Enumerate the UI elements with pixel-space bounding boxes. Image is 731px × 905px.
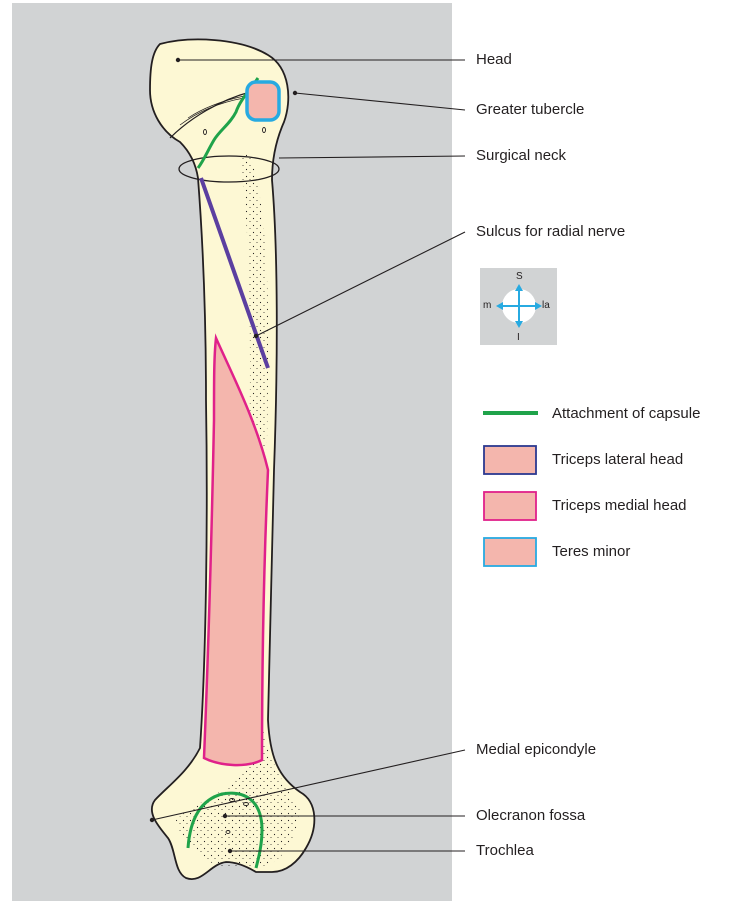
orientation-inferior: I xyxy=(517,332,520,343)
label-trochlea: Trochlea xyxy=(476,842,534,860)
teres-minor-area xyxy=(247,82,279,120)
legend-symbols xyxy=(483,413,538,566)
label-olecranon-fossa: Olecranon fossa xyxy=(476,807,585,825)
legend-capsule-label: Attachment of capsule xyxy=(552,405,700,423)
legend-triceps-medial-swatch xyxy=(484,492,536,520)
leader-greater-tubercle xyxy=(295,93,465,110)
orientation-medial: m xyxy=(483,300,491,311)
leader-surgical-neck xyxy=(279,156,465,158)
label-sulcus-radial-nerve: Sulcus for radial nerve xyxy=(476,223,625,241)
label-head: Head xyxy=(476,51,512,69)
label-greater-tubercle: Greater tubercle xyxy=(476,101,584,119)
label-surgical-neck: Surgical neck xyxy=(476,147,566,165)
legend-teres-minor-swatch xyxy=(484,538,536,566)
legend-teres-minor-label: Teres minor xyxy=(552,543,630,561)
orientation-lateral: la xyxy=(542,300,550,311)
label-medial-epicondyle: Medial epicondyle xyxy=(476,741,596,759)
orientation-compass: S I m la xyxy=(480,268,557,345)
legend-triceps-medial-label: Triceps medial head xyxy=(552,497,687,515)
leader-sulcus xyxy=(256,232,465,336)
orientation-superior: S xyxy=(516,271,523,282)
legend-triceps-lateral-swatch xyxy=(484,446,536,474)
legend-triceps-lateral-label: Triceps lateral head xyxy=(552,451,683,469)
